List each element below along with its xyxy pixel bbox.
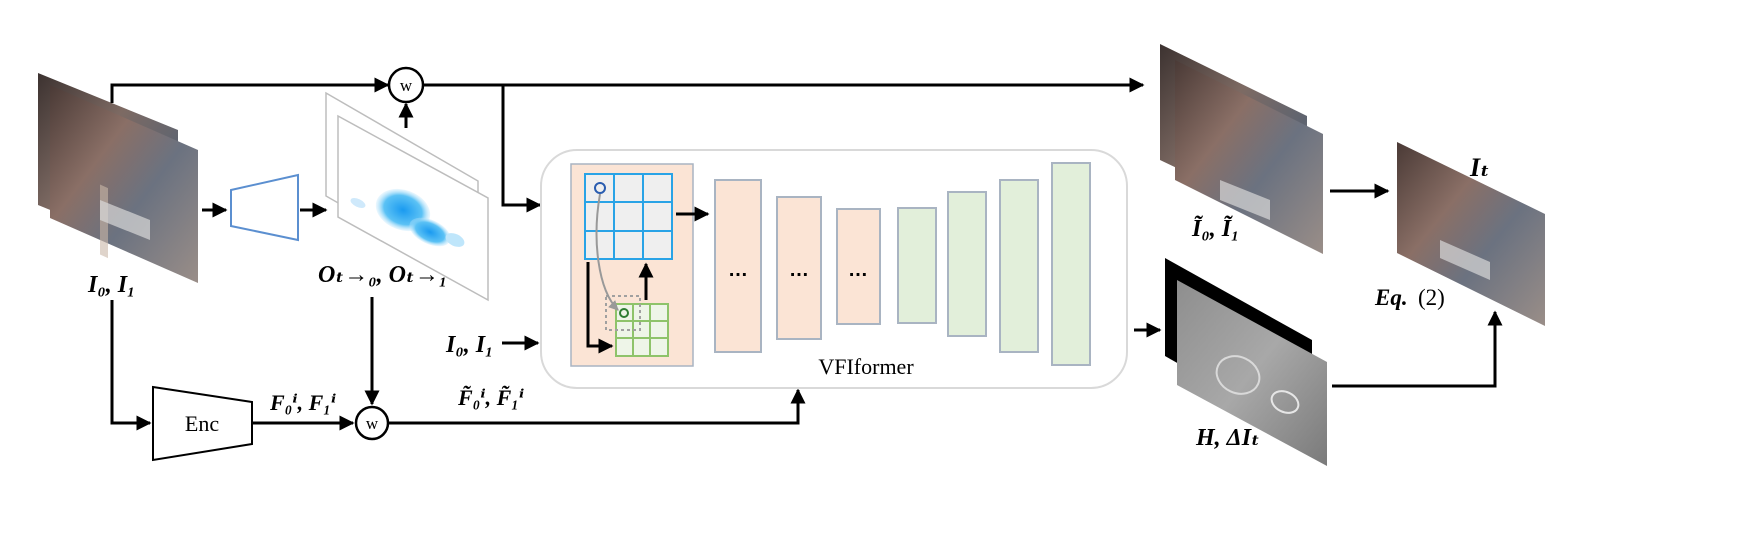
mask-residual-stack bbox=[1165, 258, 1327, 466]
encoder-stage-2 bbox=[776, 196, 822, 340]
key-token-marker bbox=[619, 308, 629, 318]
warped-frame-front bbox=[1175, 60, 1323, 254]
decoder-stage-2 bbox=[947, 191, 987, 337]
input-frame-front bbox=[50, 85, 198, 283]
input-frames-label: I₀, I₁ bbox=[87, 272, 135, 298]
output-frame-label: Iₜ bbox=[1469, 153, 1490, 182]
arrow-warped-to-vfiformer bbox=[501, 85, 542, 213]
decoder-stage-4 bbox=[1051, 162, 1091, 366]
flow-estimator-trapezoid bbox=[230, 173, 299, 242]
query-window-grid bbox=[584, 173, 673, 260]
output-frame bbox=[1397, 142, 1545, 326]
stage-3-ellipsis: … bbox=[848, 259, 868, 281]
flows-label: Oₜ→₀, Oₜ→₁ bbox=[318, 262, 447, 288]
decoder-stage-3 bbox=[999, 179, 1039, 353]
equation-label: Eq. bbox=[1374, 285, 1408, 310]
equation-ref: (2) bbox=[1418, 285, 1445, 310]
features-label: F₀ⁱ, F₁ⁱ bbox=[269, 390, 336, 415]
flow-maps-stack bbox=[325, 91, 489, 302]
residual-map bbox=[1177, 280, 1327, 466]
warp-op-top-label: w bbox=[400, 76, 413, 95]
vfiformer-input-label: I₀, I₁ bbox=[445, 332, 493, 358]
key-window-grid bbox=[615, 303, 669, 357]
stage-2-ellipsis: … bbox=[789, 259, 809, 281]
output-frame-image bbox=[1397, 142, 1545, 326]
encoder-label: Enc bbox=[185, 411, 219, 436]
input-frames-stack bbox=[38, 73, 198, 283]
arrow-input-to-encoder bbox=[110, 300, 152, 431]
warp-op-top bbox=[387, 66, 425, 104]
attention-arrow bbox=[595, 193, 619, 311]
warp-op-bottom-label: w bbox=[366, 414, 379, 433]
arrow-residual-to-output bbox=[1332, 310, 1503, 388]
encoder-block bbox=[152, 385, 253, 462]
arrow-query-to-key bbox=[586, 262, 614, 354]
arrow-input-to-warp-top bbox=[110, 77, 390, 103]
arrow-warped-features-to-vfiformer bbox=[389, 388, 806, 425]
query-token-marker bbox=[594, 182, 606, 194]
vfiformer-label: VFIformer bbox=[818, 354, 914, 379]
warped-frames-label: Ĩ₀, Ĩ₁ bbox=[1191, 216, 1239, 242]
warp-op-bottom bbox=[354, 405, 390, 441]
warped-frames-stack bbox=[1160, 44, 1323, 254]
encoder-stage-1 bbox=[714, 179, 762, 353]
encoder-stage-3 bbox=[836, 208, 881, 325]
decoder-stage-1 bbox=[897, 207, 937, 324]
sampling-window-dashed bbox=[605, 295, 641, 331]
stage-1-ellipsis: … bbox=[728, 259, 748, 281]
mask-residual-label: H, ΔIₜ bbox=[1195, 425, 1260, 451]
warped-features-label: F̃₀ⁱ, F̃₁ⁱ bbox=[457, 385, 524, 410]
